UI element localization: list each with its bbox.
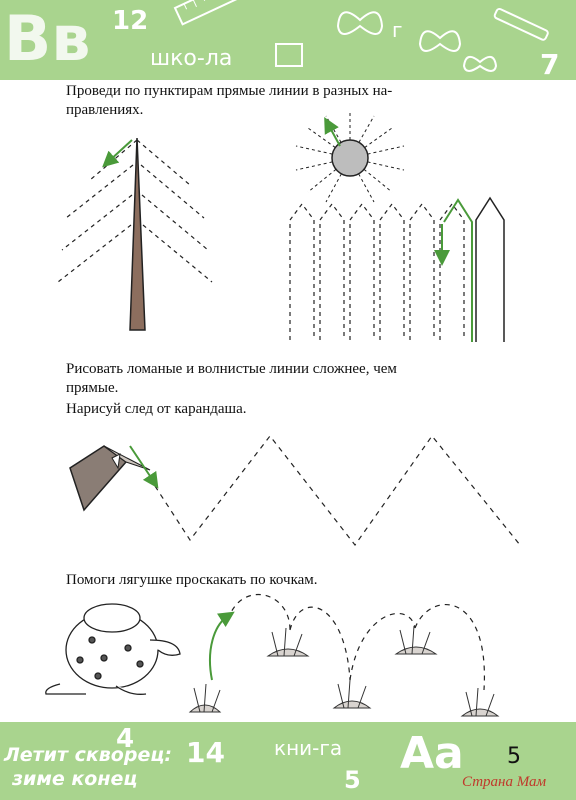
bottom-banner: Летит скворец: зиме конец 4 14 кни-га Аа… xyxy=(0,722,576,800)
watermark: Страна Мам xyxy=(462,774,547,790)
banner-phrase-line-1: Летит скворец: xyxy=(4,744,173,766)
task-lines-text-2: правлениях. xyxy=(66,102,144,118)
tree-exercise xyxy=(57,139,213,283)
banner-number: 12 xyxy=(112,6,149,36)
task-pencil-text: Нарисуй след от карандаша. xyxy=(66,401,247,417)
sun-arrow xyxy=(324,116,341,147)
banner-number-14: 14 xyxy=(186,736,225,769)
task-wavy-text-2: прямые. xyxy=(66,380,119,396)
zigzag-trace xyxy=(154,435,521,547)
banner-phrase-line-2: зиме конец xyxy=(12,768,138,790)
frog-icon xyxy=(45,603,181,695)
banner-letters: Вв xyxy=(4,2,91,75)
task-frog-text: Помоги лягушке проскакать по кочкам. xyxy=(66,572,318,588)
banner-decor xyxy=(173,0,549,72)
fence-plank-solid xyxy=(475,196,505,342)
banner-word: шко-ла xyxy=(150,46,233,71)
banner-letter-g: г xyxy=(392,18,403,42)
ruler-icon xyxy=(173,0,257,26)
pencil-arrow xyxy=(129,445,159,489)
banner-word: кни-га xyxy=(274,736,343,760)
sun-icon xyxy=(331,139,369,177)
banner-number-4: 4 xyxy=(116,724,135,754)
banner-number-5: 5 xyxy=(344,766,361,794)
pen-icon xyxy=(493,7,549,41)
butterfly-icon xyxy=(336,11,498,72)
tree-arrow xyxy=(102,139,133,168)
task-lines-text-1: Проведи по пунктирам прямые линии в разн… xyxy=(66,83,393,99)
fence-exercise xyxy=(289,203,465,340)
grass-icon xyxy=(188,625,500,717)
book-icon xyxy=(275,43,303,67)
top-banner: Вв 12 шко-ла г 7 xyxy=(0,0,576,81)
banner-letters: Аа xyxy=(400,728,464,779)
fence-green-trace xyxy=(443,198,473,342)
tree-trunk xyxy=(129,137,146,331)
pencil-icon xyxy=(69,445,151,512)
task-wavy-text-1: Рисовать ломаные и волнистые линии сложн… xyxy=(66,361,397,377)
jump-arrow xyxy=(208,611,235,681)
banner-number-right: 7 xyxy=(540,48,560,81)
jump-arcs xyxy=(227,593,485,691)
page-number: 5 xyxy=(507,744,521,769)
